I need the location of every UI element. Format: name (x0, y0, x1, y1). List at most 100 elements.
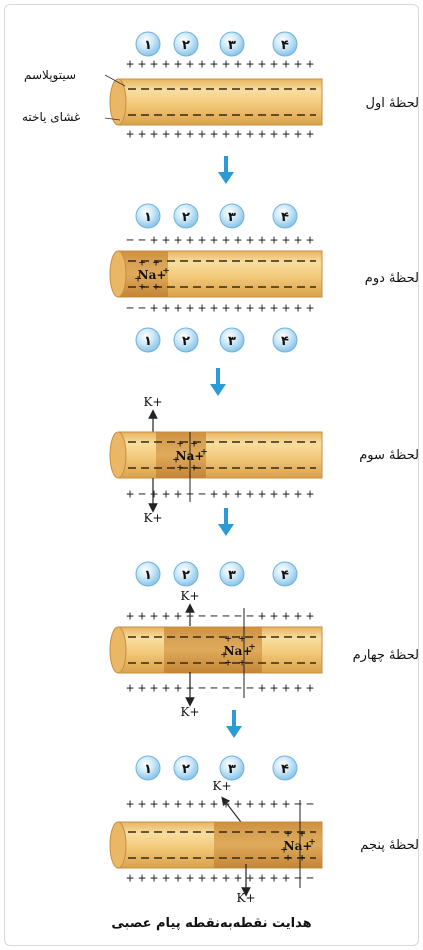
plus-sign: + (162, 233, 170, 248)
plus-sign: + (282, 681, 290, 696)
plus-sign: + (186, 871, 194, 886)
plus-sign: + (198, 871, 206, 886)
plus-sign: + (126, 681, 134, 696)
figure-caption: هدایت نقطه‌به‌نقطه پیام عصبی (111, 916, 312, 931)
charge-row-top-stage-1: ++++++++++++++++ (126, 57, 314, 72)
plus-sign: + (282, 57, 290, 72)
node-digit-4-stage-5: ۴ (281, 762, 289, 777)
node-digit-4-stage-1: ۴ (281, 38, 289, 53)
na-plus-0-stage-3: + (177, 437, 184, 450)
plus-sign: + (174, 609, 182, 624)
minus-sign: − (210, 681, 218, 696)
plus-sign: + (162, 487, 170, 502)
node-circle-4-stage-2 (272, 203, 298, 229)
minus-sign: − (138, 487, 146, 502)
charge-row-bottom-stage-4: ++++++−−−−−+++++ (126, 681, 314, 696)
plus-sign: + (258, 127, 266, 142)
minus-sign: − (294, 797, 302, 812)
node-digit-2-stage-4: ۲ (182, 568, 190, 583)
k-label-top-stage-4: K+ (180, 589, 199, 603)
axon-body-stage-3 (117, 431, 323, 479)
plus-sign: + (234, 57, 242, 72)
plus-sign: + (210, 301, 218, 316)
plus-sign: + (186, 797, 194, 812)
plus-sign: + (234, 301, 242, 316)
node-circle-1-stage-1 (135, 31, 161, 57)
minus-sign: − (222, 681, 230, 696)
na-plus-2-stage-2: + (139, 280, 146, 293)
plus-sign: + (222, 301, 230, 316)
minus-sign: − (198, 681, 206, 696)
na-plus-2-stage-4: + (225, 656, 232, 669)
plus-sign: + (198, 233, 206, 248)
plus-sign: + (222, 487, 230, 502)
cytoplasm-label: سیتوپلاسم (24, 68, 77, 82)
na-plus-1-stage-4: + (239, 632, 246, 645)
depolarized-region-stage-4 (164, 627, 262, 673)
node-digit-2-stage-1: ۲ (182, 38, 190, 53)
node-circle-3-stage-1 (219, 31, 245, 57)
membrane-leader-line (104, 117, 121, 121)
plus-sign: + (186, 57, 194, 72)
membrane-label: غشای یاخته (22, 110, 81, 124)
k-label-top-stage-3: K+ (143, 395, 162, 409)
plus-sign: + (246, 127, 254, 142)
plus-sign: + (246, 57, 254, 72)
flow-arrow-4-head (226, 726, 242, 738)
plus-sign: + (306, 487, 314, 502)
node-digit-2-stage-2: ۲ (182, 210, 190, 225)
cytoplasm-leader-line (104, 74, 126, 87)
na-plus-5-stage-5: + (281, 843, 288, 856)
plus-sign: + (150, 609, 158, 624)
plus-sign: + (186, 609, 194, 624)
plus-sign: + (246, 233, 254, 248)
node-circle-1-stage-4 (135, 561, 161, 587)
plus-sign: + (294, 681, 302, 696)
flow-arrow-3-head (218, 524, 234, 536)
plus-sign: + (126, 797, 134, 812)
plus-sign: + (126, 127, 134, 142)
node-digit-3-stage-2b: ۳ (228, 334, 236, 349)
stage-label-4: لحظهٔ چهارم (352, 648, 419, 663)
na-label-stage-2: Na+ (138, 268, 167, 282)
plus-sign: + (162, 681, 170, 696)
plus-sign: + (306, 57, 314, 72)
plus-sign: + (294, 57, 302, 72)
minus-sign: − (222, 609, 230, 624)
plus-sign: + (294, 127, 302, 142)
minus-sign: − (234, 681, 242, 696)
stage-label-1: لحظهٔ اول (365, 96, 419, 111)
minus-sign: − (234, 609, 242, 624)
plus-sign: + (174, 233, 182, 248)
na-plus-2-stage-3: + (177, 461, 184, 474)
plus-sign: + (198, 127, 206, 142)
plus-sign: + (270, 609, 278, 624)
plus-sign: + (150, 57, 158, 72)
node-digit-1-stage-5: ۱ (144, 762, 152, 777)
plus-sign: + (174, 797, 182, 812)
node-circle-3-stage-2 (219, 203, 245, 229)
k-label-bottom-stage-5: K+ (236, 891, 255, 905)
stage-label-2: لحظهٔ دوم (364, 271, 419, 286)
plus-sign: + (162, 127, 170, 142)
node-circle-2-stage-1 (173, 31, 199, 57)
plus-sign: + (150, 797, 158, 812)
node-digit-3-stage-5: ۳ (228, 762, 236, 777)
charge-row-top-stage-4: ++++++−−−−−+++++ (126, 609, 314, 624)
charge-row-bottom-stage-1: ++++++++++++++++ (126, 127, 314, 142)
plus-sign: + (210, 233, 218, 248)
plus-sign: + (174, 301, 182, 316)
plus-sign: + (174, 57, 182, 72)
plus-sign: + (150, 681, 158, 696)
minus-sign: − (138, 233, 146, 248)
na-plus-5-stage-2: + (135, 272, 142, 285)
plus-sign: + (186, 127, 194, 142)
node-circle-3-stage-5 (219, 755, 245, 781)
plus-sign: + (150, 487, 158, 502)
plus-sign: + (270, 797, 278, 812)
na-plus-1-stage-5: + (299, 827, 306, 840)
plus-sign: + (258, 681, 266, 696)
axon-end-cap-stage-2 (109, 250, 127, 298)
plus-sign: + (270, 871, 278, 886)
plus-sign: + (210, 797, 218, 812)
